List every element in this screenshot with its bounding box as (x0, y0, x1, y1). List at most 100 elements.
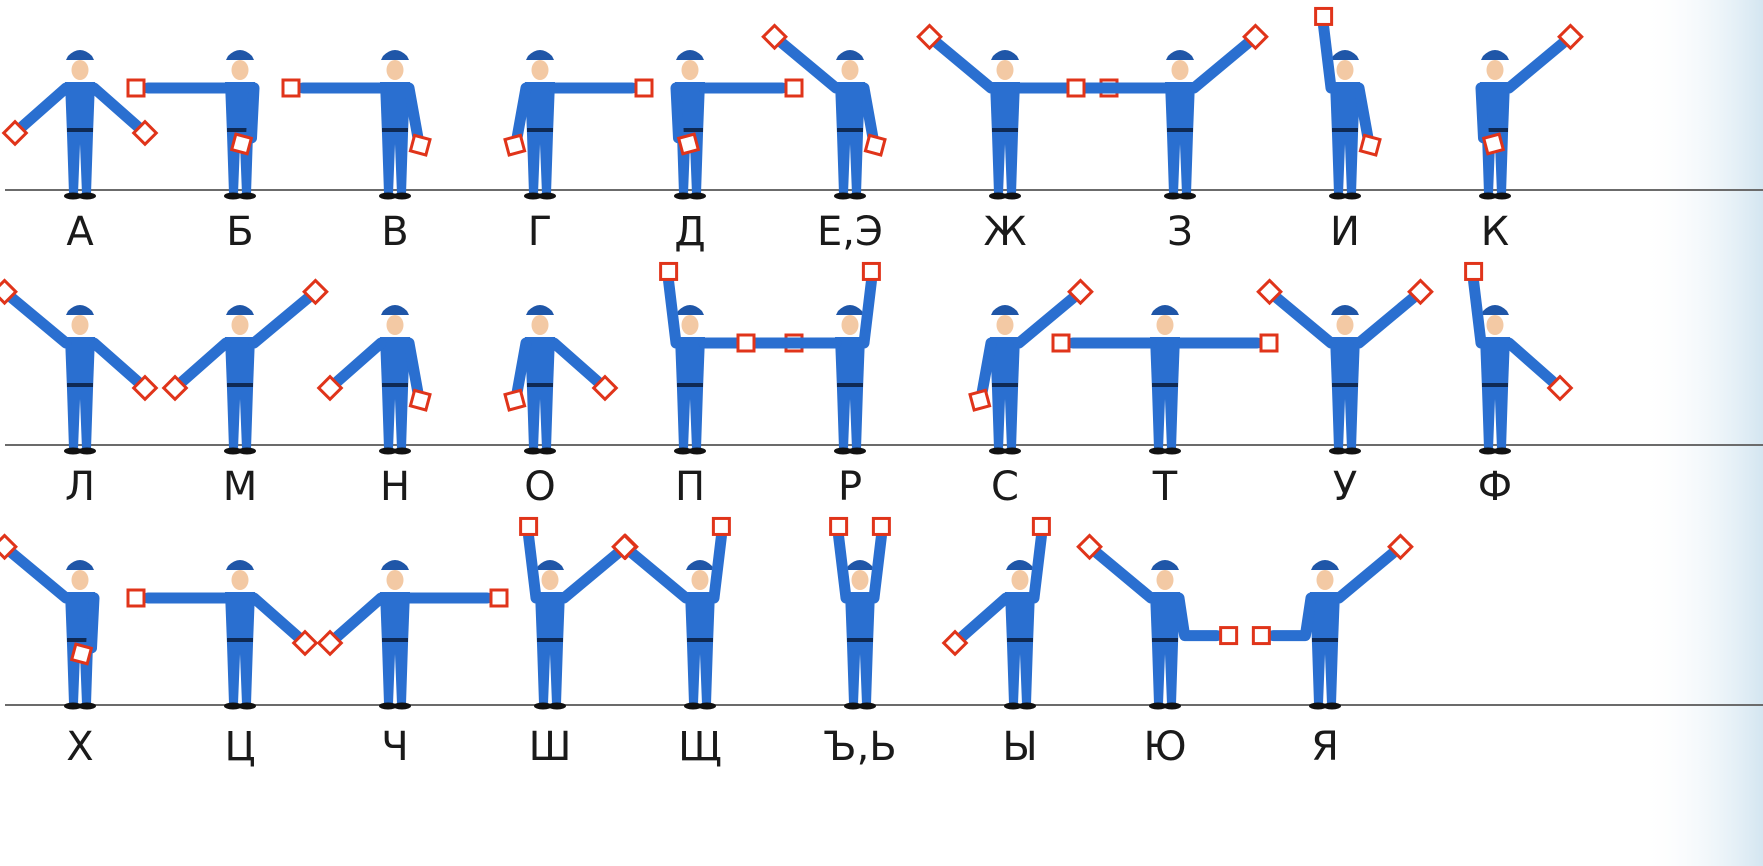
right-flag (1033, 518, 1049, 534)
right-edge-shade (1640, 0, 1763, 866)
right-flag (636, 80, 652, 96)
head (692, 570, 709, 590)
belt (1007, 638, 1033, 642)
legs (382, 644, 408, 704)
belt (67, 383, 93, 387)
cap-icon (676, 50, 704, 60)
head (682, 315, 699, 335)
legs (382, 389, 408, 449)
semaphore-figure (613, 518, 729, 709)
left-arm (1474, 281, 1481, 343)
head (682, 60, 699, 80)
signal-letter-label: Ы (1002, 724, 1037, 770)
shoe (393, 193, 411, 200)
left-flag (505, 135, 525, 155)
legs (1312, 644, 1338, 704)
cap-icon (536, 560, 564, 570)
head (852, 570, 869, 590)
shoe (698, 703, 716, 710)
left-arm (183, 343, 226, 381)
shoe (688, 448, 706, 455)
right-arm (409, 88, 418, 139)
right-arm (564, 553, 618, 598)
signal-letter-label: Х (66, 724, 93, 770)
head (232, 315, 249, 335)
signal-letter-label: Я (1311, 724, 1339, 770)
head (72, 315, 89, 335)
head (842, 60, 859, 80)
semaphore-figure (164, 280, 327, 454)
shoe (393, 703, 411, 710)
left-flag (1253, 628, 1269, 644)
belt (847, 638, 873, 642)
shoe (538, 193, 556, 200)
left-arm (1277, 298, 1331, 343)
head (387, 60, 404, 80)
semaphore-figure (944, 518, 1050, 709)
left-arm (517, 88, 526, 139)
right-arm (1179, 598, 1217, 636)
semaphore-figure (1078, 535, 1236, 709)
semaphore-figure (661, 263, 802, 454)
left-flag (521, 518, 537, 534)
legs (847, 644, 873, 704)
cap-icon (1166, 50, 1194, 60)
left-arm (1273, 598, 1311, 636)
shoe (1003, 193, 1021, 200)
cap-icon (381, 560, 409, 570)
shoe (238, 448, 256, 455)
shoe (1163, 448, 1181, 455)
cap-icon (226, 305, 254, 315)
cap-icon (226, 560, 254, 570)
shoe (238, 193, 256, 200)
signal-letter-label: И (1330, 209, 1360, 255)
right-arm (864, 281, 871, 343)
left-arm (963, 598, 1006, 636)
signal-letter-label: С (991, 464, 1019, 510)
legs (1332, 134, 1358, 194)
legs (227, 389, 253, 449)
belt (1152, 383, 1178, 387)
belt (1332, 383, 1358, 387)
cap-icon (836, 50, 864, 60)
semaphore-figure (738, 263, 879, 454)
left-arm (12, 298, 66, 343)
belt (837, 383, 863, 387)
left-flag (128, 590, 144, 606)
right-flag (1360, 135, 1380, 155)
right-arm (874, 536, 881, 598)
right-flag (786, 80, 802, 96)
left-arm (338, 343, 381, 381)
left-flag (1484, 134, 1504, 154)
shoe (688, 193, 706, 200)
belt (527, 383, 553, 387)
head (232, 570, 249, 590)
cap-icon (1331, 50, 1359, 60)
right-flag (410, 390, 430, 410)
belt (677, 383, 703, 387)
cap-icon (381, 305, 409, 315)
signal-row: ЛМНОПРСТУФ (0, 263, 1763, 510)
belt (992, 128, 1018, 132)
cap-icon (226, 50, 254, 60)
shoe (1493, 193, 1511, 200)
head (842, 315, 859, 335)
left-flag (661, 263, 677, 279)
shoe (858, 703, 876, 710)
signal-letter-label: Е,Э (817, 209, 883, 255)
semaphore-figure (918, 25, 1117, 199)
shoe (78, 448, 96, 455)
legs (1007, 644, 1033, 704)
left-arm (338, 598, 381, 636)
head (997, 315, 1014, 335)
head (1337, 60, 1354, 80)
cap-icon (1481, 305, 1509, 315)
right-flag (873, 518, 889, 534)
left-arm (1097, 553, 1151, 598)
left-flag (1466, 263, 1482, 279)
head (1157, 570, 1174, 590)
legs (1152, 389, 1178, 449)
cap-icon (991, 50, 1019, 60)
